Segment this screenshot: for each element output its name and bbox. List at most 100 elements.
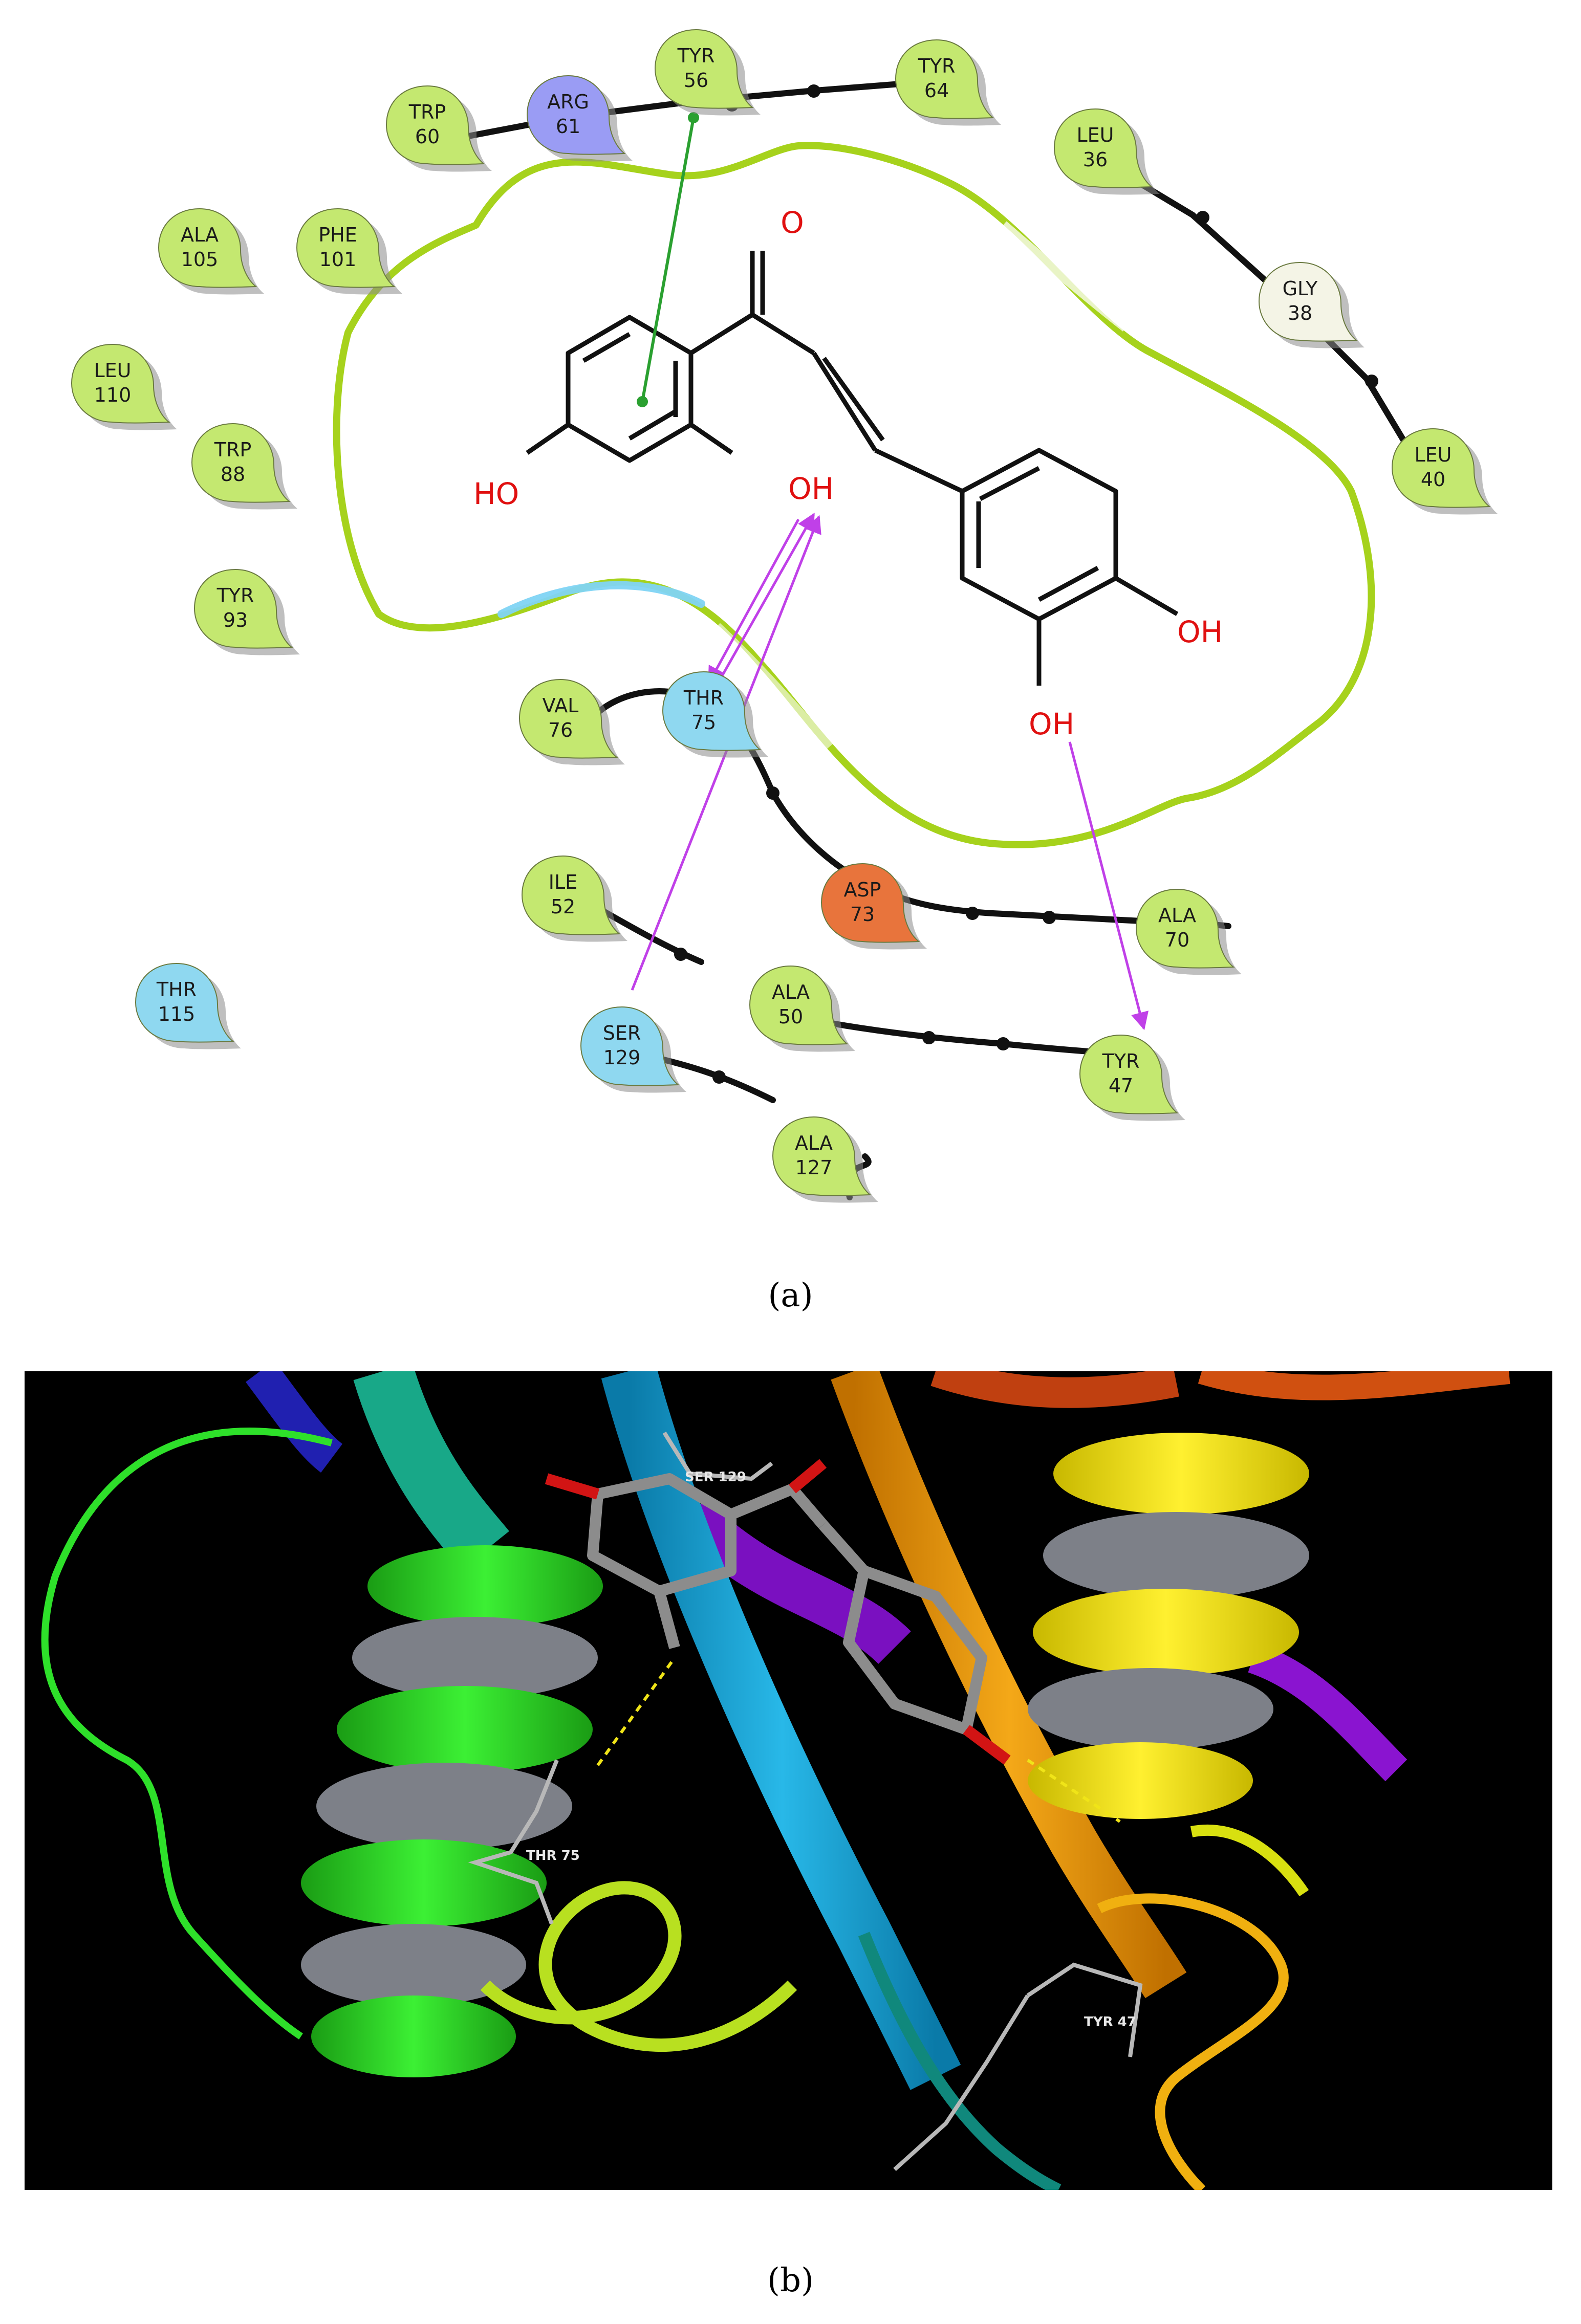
caption-a: (a) bbox=[768, 1277, 813, 1314]
residue-shape bbox=[772, 1116, 872, 1196]
label-tyr-47: TYR 47 bbox=[1084, 2014, 1136, 2030]
ribbon-blue bbox=[245, 1371, 343, 1473]
residue-shape bbox=[71, 343, 170, 424]
ribbon-orange bbox=[1198, 1371, 1510, 1400]
residue-shape bbox=[135, 962, 234, 1043]
residue-name: ILE bbox=[549, 871, 577, 893]
residue-name: ALA bbox=[1158, 904, 1196, 927]
residue-shape bbox=[1079, 1034, 1179, 1114]
residue-number: 60 bbox=[415, 125, 440, 148]
hbond-dashes bbox=[596, 1657, 1121, 1823]
residue-name: ASP bbox=[843, 879, 881, 901]
coil-yellow bbox=[1190, 1824, 1309, 1897]
ribbon-green-helix bbox=[301, 1371, 603, 2077]
residue-shape bbox=[580, 1006, 680, 1086]
hydrogen-bond-arrows bbox=[631, 512, 1149, 1031]
residue-shape bbox=[895, 39, 994, 119]
ligand-interaction-diagram: O HO OH OH OH TRP60ARG61TYR56TYR64LEU36G… bbox=[71, 29, 1498, 1203]
ribbon-purple-strand bbox=[1248, 1643, 1407, 1782]
ribbon-red-orange bbox=[930, 1371, 1179, 1408]
residue-number: 50 bbox=[778, 1005, 803, 1028]
ribbon-yellow-helix bbox=[1028, 1433, 1309, 1819]
residue-shape bbox=[296, 208, 396, 288]
residue-number: 88 bbox=[221, 463, 245, 486]
residue-name: THR bbox=[156, 978, 197, 1001]
residue-number: 75 bbox=[691, 711, 716, 734]
residue-name: ALA bbox=[772, 981, 810, 1003]
caption-b: (b) bbox=[767, 2262, 814, 2299]
atom-oh-mid: OH bbox=[788, 471, 834, 506]
residue-number: 101 bbox=[319, 248, 357, 271]
residue-number: 70 bbox=[1165, 929, 1189, 951]
residue-number: 129 bbox=[603, 1046, 641, 1069]
residue-shape bbox=[820, 863, 920, 943]
residue-name: ARG bbox=[547, 91, 589, 113]
atom-oh-left: HO bbox=[473, 476, 519, 511]
atom-o-carbonyl: O bbox=[781, 205, 804, 240]
residue-shape bbox=[193, 568, 293, 649]
residue-name: TYR bbox=[918, 55, 956, 77]
residue-shape bbox=[662, 671, 762, 751]
residue-number: 38 bbox=[1288, 302, 1312, 324]
residue-number: 110 bbox=[94, 384, 132, 406]
residue-shape bbox=[1258, 261, 1358, 342]
ribbon-render: SER 129 THR 75 TYR 47 bbox=[41, 1371, 1510, 2190]
residue-name: ALA bbox=[795, 1132, 833, 1154]
residue-shape bbox=[654, 29, 754, 109]
residue-shape bbox=[521, 855, 621, 935]
residue-shape bbox=[1391, 428, 1491, 508]
residue-name: ALA bbox=[181, 224, 219, 246]
solvent-exposure-fade bbox=[1000, 221, 1130, 332]
residue-shape bbox=[749, 965, 849, 1045]
residue-number: 127 bbox=[795, 1156, 833, 1179]
solvent-exposure-fade bbox=[497, 581, 705, 618]
ligand-sticks bbox=[545, 1459, 1011, 1765]
residue-name: LEU bbox=[1077, 124, 1114, 146]
residue-shape bbox=[1135, 888, 1235, 969]
atom-oh-right-lower: OH bbox=[1029, 707, 1074, 741]
label-thr-75: THR 75 bbox=[526, 1848, 580, 1863]
coil-lime bbox=[480, 1881, 797, 2052]
residue-name: TYR bbox=[1102, 1050, 1140, 1072]
residue-name: TRP bbox=[214, 439, 252, 461]
residue-number: 64 bbox=[924, 79, 949, 102]
residue-shape bbox=[158, 208, 257, 288]
label-ser-129: SER 129 bbox=[685, 1470, 746, 1485]
residue-name: PHE bbox=[318, 224, 357, 246]
residue-number: 76 bbox=[548, 719, 573, 741]
residue-name: LEU bbox=[94, 359, 132, 382]
residue-number: 40 bbox=[1421, 468, 1445, 491]
residue-name: THR bbox=[683, 687, 724, 709]
residue-group: TRP60ARG61TYR56TYR64LEU36GLY38LEU40ALA10… bbox=[71, 29, 1498, 1203]
residue-name: TYR bbox=[677, 45, 715, 67]
residue-name: LEU bbox=[1415, 444, 1452, 466]
residue-name: VAL bbox=[543, 694, 579, 717]
coil-orange bbox=[1097, 1893, 1289, 2190]
backbone-nodes bbox=[674, 84, 1378, 1084]
residue-shape bbox=[518, 678, 618, 759]
residue-name: GLY bbox=[1283, 277, 1318, 300]
residue-shape bbox=[191, 423, 291, 503]
atom-oh-right-upper: OH bbox=[1177, 615, 1223, 649]
3d-ribbon-view: SER 129 THR 75 TYR 47 bbox=[25, 1371, 1552, 2190]
coil-green bbox=[41, 1428, 333, 2040]
residue-number: 105 bbox=[181, 248, 219, 271]
residue-number: 52 bbox=[551, 895, 575, 918]
residue-name: TYR bbox=[216, 584, 254, 607]
